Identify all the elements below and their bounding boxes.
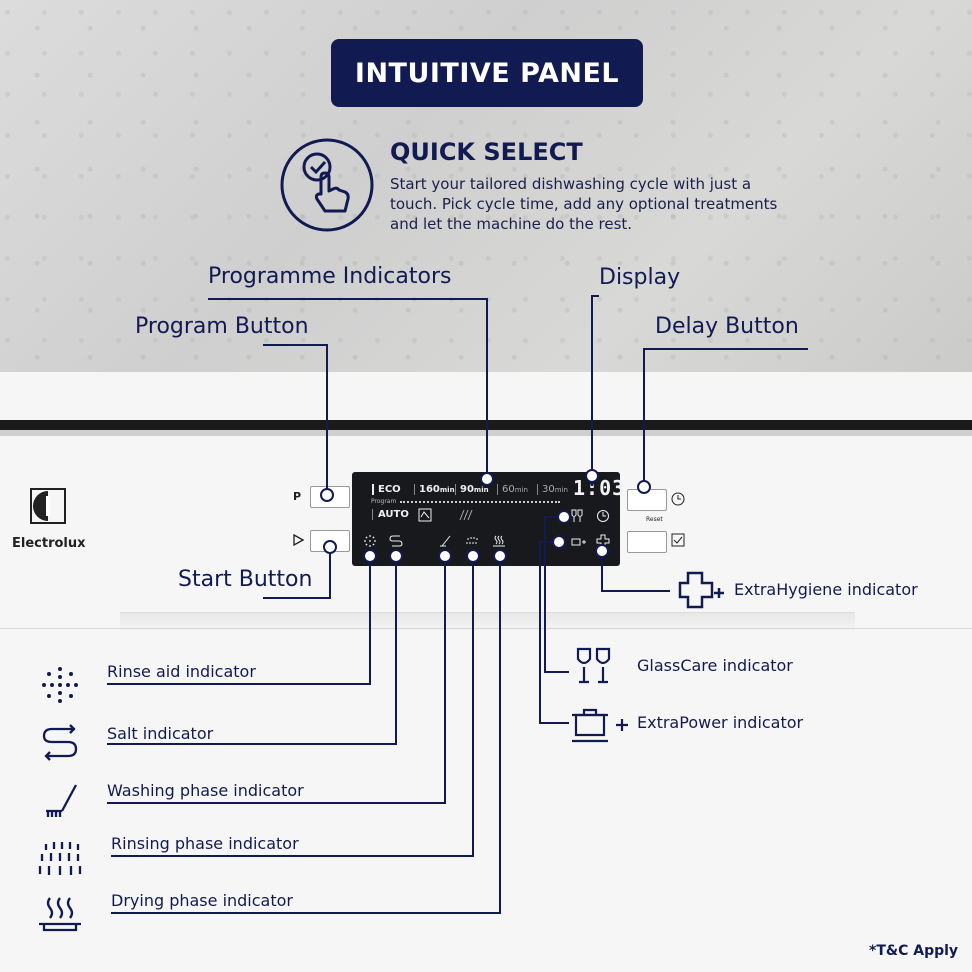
rinsing-icon <box>38 842 82 875</box>
play-icon <box>293 534 304 546</box>
program-progress-dots <box>400 501 560 503</box>
programme-160-value: 160 <box>419 484 440 495</box>
programme-60-value: 60 <box>502 484 515 495</box>
salt-icon-small <box>389 535 403 547</box>
programme-indicators-label: Programme Indicators <box>208 264 452 289</box>
salt-dot <box>389 549 403 563</box>
p-key-label: P <box>293 490 302 503</box>
display-label: Display <box>599 265 681 290</box>
program-caption: Program <box>371 498 397 505</box>
glass-icon-small <box>571 509 583 522</box>
quick-select-text: Start your tailored dishwashing cycle wi… <box>390 175 778 233</box>
salt-label: Salt indicator <box>107 724 214 743</box>
touch-select-icon <box>280 138 374 232</box>
washing-label: Washing phase indicator <box>107 781 304 800</box>
delay-button-label: Delay Button <box>655 314 799 339</box>
dish-programme-icon <box>418 508 432 522</box>
start-button-label: Start Button <box>178 567 313 592</box>
brand-name: Electrolux <box>12 536 86 551</box>
electrolux-logo-icon <box>30 488 66 524</box>
extrahygiene-dot <box>595 544 609 558</box>
programme-30-value: 30 <box>542 484 555 495</box>
rinse-aid-label: Rinse aid indicator <box>107 662 256 681</box>
door-handle-recess <box>120 612 855 631</box>
program-button-label: Program Button <box>135 314 309 339</box>
pot-icon-small <box>571 538 586 546</box>
option-check-icon <box>671 533 685 547</box>
quick-programme-icon <box>459 509 473 521</box>
rinse-aid-icon-small <box>364 535 376 547</box>
display-dot <box>585 469 599 483</box>
salt-icon <box>42 724 78 761</box>
drying-label: Drying phase indicator <box>111 891 293 910</box>
min-unit: min <box>514 486 528 494</box>
rinse-icon-small <box>466 537 478 544</box>
clock-icon <box>671 492 685 506</box>
programme-indicators-dot <box>480 472 494 486</box>
option-button[interactable] <box>627 531 667 553</box>
rinsing-label: Rinsing phase indicator <box>111 834 299 853</box>
rinse-aid-icon <box>42 667 78 703</box>
extrahygiene-icon <box>678 571 724 609</box>
start-button-dot <box>323 540 337 554</box>
glasscare-dot <box>557 510 571 524</box>
dry-icon-small <box>493 535 505 547</box>
extrapower-label: ExtraPower indicator <box>637 713 804 732</box>
drying-dot <box>493 549 507 563</box>
programme-90-value: 90 <box>460 484 474 495</box>
min-unit: min <box>473 486 489 494</box>
washing-dot <box>438 549 452 563</box>
programme-160: 160min <box>414 484 455 495</box>
min-unit: min <box>439 486 455 494</box>
door-line <box>0 628 972 629</box>
quick-select-title: QUICK SELECT <box>390 138 583 166</box>
auto-programme: AUTO <box>372 509 409 520</box>
delay-button-dot <box>637 480 651 494</box>
programme-30: 30min <box>537 484 568 495</box>
extrapower-icon <box>572 708 628 743</box>
wash-icon-small <box>440 535 451 547</box>
washing-icon <box>46 784 78 817</box>
glasscare-label: GlassCare indicator <box>637 656 793 675</box>
min-unit: min <box>554 486 568 494</box>
reset-label: Reset <box>646 516 663 523</box>
timer-icon-small <box>597 510 609 522</box>
intuitive-panel-banner: INTUITIVE PANEL <box>331 39 643 107</box>
digital-display: 1:03 <box>573 476 626 500</box>
extrahygiene-label: ExtraHygiene indicator <box>734 580 918 599</box>
extrapower-dot <box>552 535 566 549</box>
rinse-aid-dot <box>363 549 377 563</box>
drying-icon <box>39 897 81 932</box>
glasscare-icon <box>576 647 611 684</box>
eco-programme: ECO <box>372 484 401 495</box>
program-button-dot <box>320 488 334 502</box>
programme-90: 90min <box>455 484 489 495</box>
rinsing-dot <box>466 549 480 563</box>
terms-footnote: *T&C Apply <box>869 943 959 959</box>
programme-60: 60min <box>497 484 528 495</box>
